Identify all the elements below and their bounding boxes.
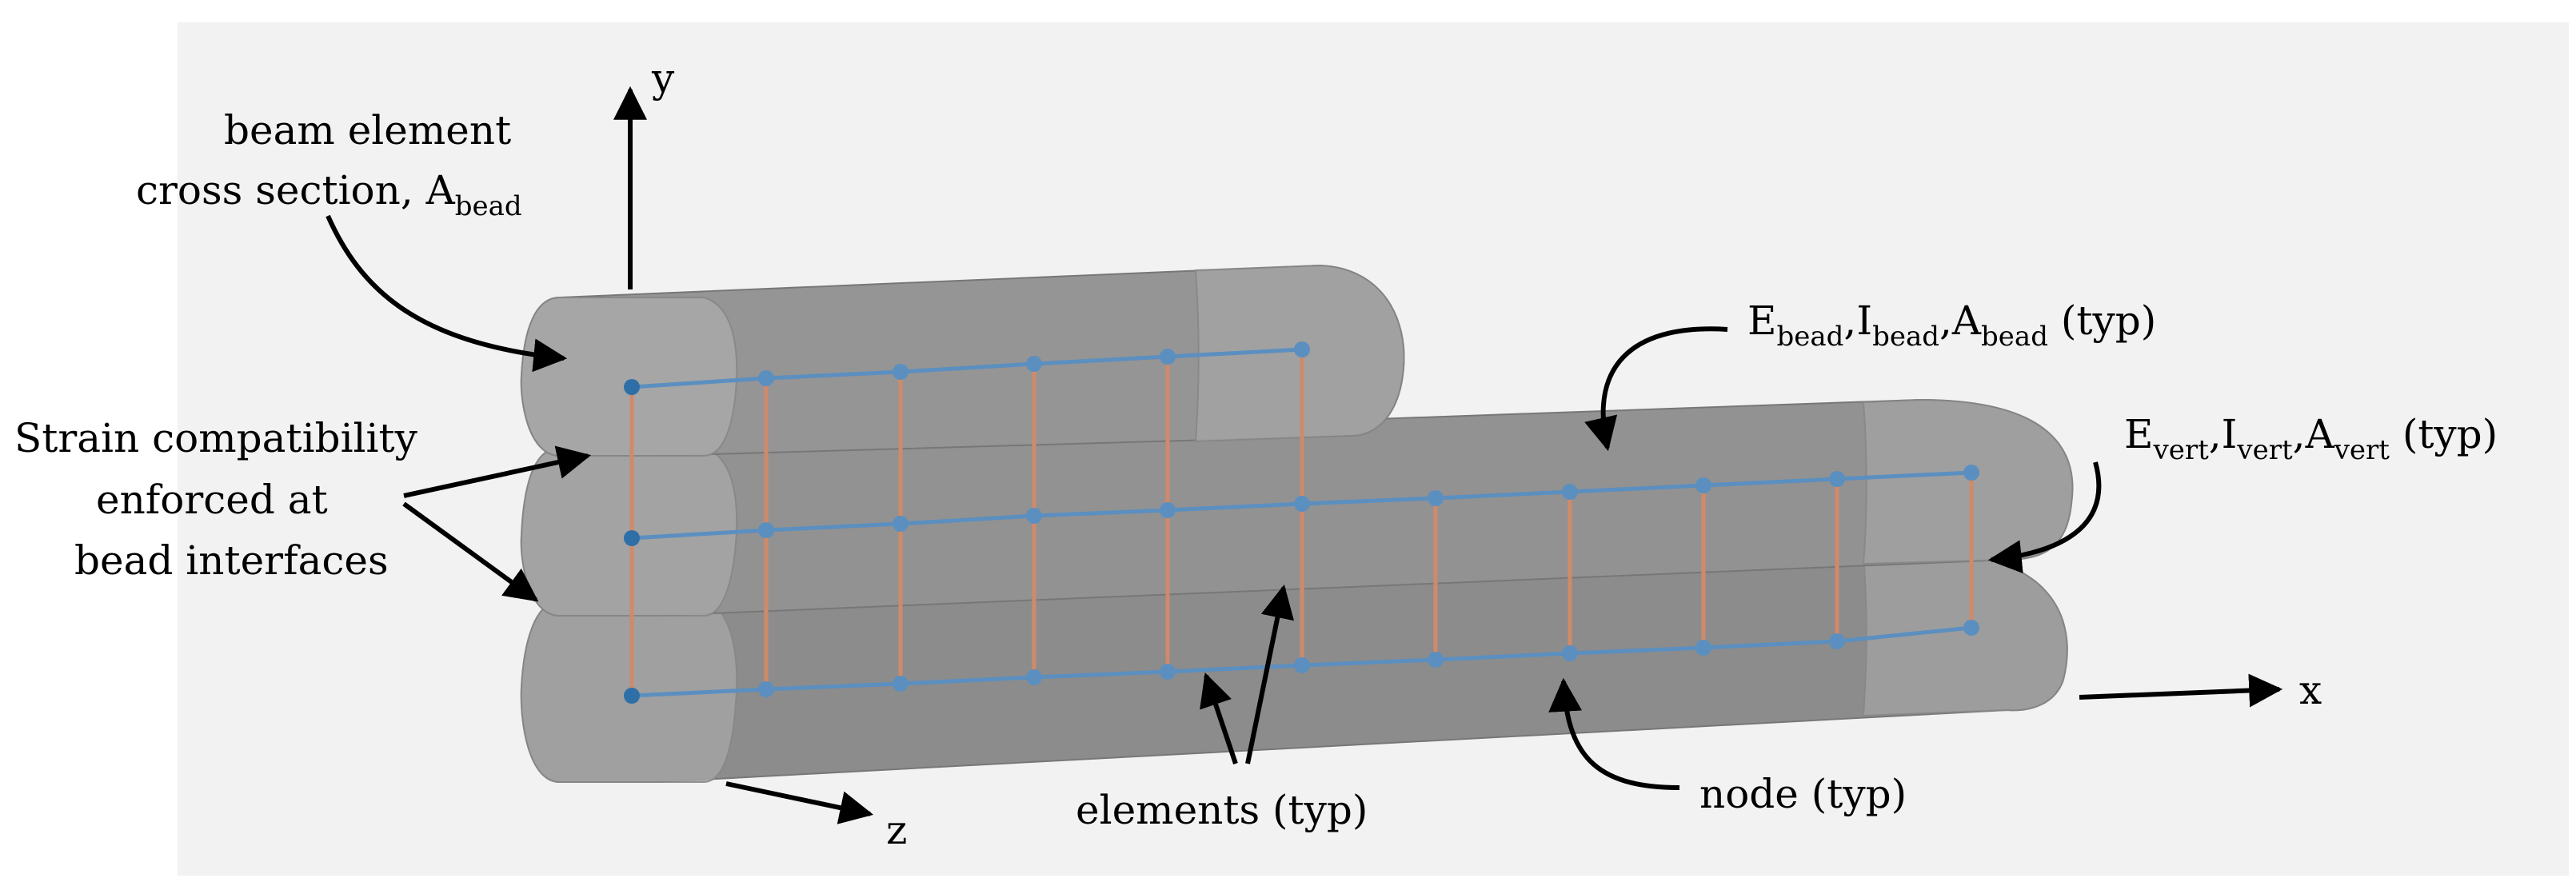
z-axis-label: z: [886, 807, 907, 853]
node: [1562, 484, 1578, 500]
cross-section-line2: cross section, Abead: [136, 167, 522, 222]
node: [1963, 620, 1979, 636]
middle-bead-back-end: [1862, 398, 2074, 565]
bottom-bead: [520, 552, 2068, 783]
bottom-bead-back-end: [1862, 552, 2068, 717]
label-bead-properties: Ebead,Ibead,Abead (typ): [1747, 297, 2156, 353]
node: [893, 364, 909, 380]
coordinate-axes: [613, 86, 2283, 824]
node: [1829, 471, 1845, 487]
strain-line3: bead interfaces: [74, 537, 389, 584]
node: [758, 370, 774, 386]
node: [624, 379, 640, 395]
node: [1160, 664, 1176, 680]
node: [1428, 490, 1444, 506]
node: [1294, 496, 1310, 512]
node: [758, 522, 774, 538]
node: [893, 516, 909, 532]
cross-section-line1: beam element: [224, 107, 511, 154]
x-axis-label: x: [2299, 667, 2322, 713]
label-cross-section: beam element cross section, Abead: [136, 107, 522, 222]
node: [1026, 508, 1042, 524]
strain-line2: enforced at: [96, 477, 328, 523]
node: [1428, 652, 1444, 668]
cross-section-arrow: [325, 214, 568, 373]
label-vert-properties: Evert,Ivert,Avert (typ): [2124, 411, 2498, 466]
node: [624, 530, 640, 546]
z-axis-arrow: [725, 781, 874, 824]
node: [1026, 669, 1042, 685]
elements-arrow-left: [1200, 672, 1238, 764]
node: [1294, 341, 1310, 357]
node: [1294, 657, 1310, 673]
strain-line1: Strain compatibility: [14, 415, 418, 461]
node: [1695, 477, 1711, 493]
vert-props-arrow: [1987, 461, 2102, 574]
node: [1695, 640, 1711, 656]
nodes: [624, 341, 1979, 704]
callout-arrows: [325, 214, 2102, 790]
node: [1829, 633, 1845, 649]
bead-props-arrow: [1584, 326, 1728, 452]
node: [624, 688, 640, 704]
node: [1562, 645, 1578, 661]
strain-arrow-upper: [403, 445, 592, 498]
node: [1026, 356, 1042, 372]
node: [1963, 465, 1979, 481]
label-node: node (typ): [1699, 771, 1907, 817]
node: [893, 676, 909, 692]
strain-arrow-lower: [402, 501, 539, 602]
label-strain-compatibility: Strain compatibility enforced at bead in…: [14, 415, 418, 584]
beam-element-top: [631, 347, 1303, 389]
elements-arrow-right: [1245, 584, 1294, 764]
x-axis-arrow: [2079, 673, 2283, 708]
top-bead: [520, 264, 1405, 457]
y-axis-label: y: [651, 55, 675, 102]
label-elements: elements (typ): [1076, 787, 1368, 833]
node-arrow: [1548, 677, 1680, 790]
node: [758, 681, 774, 697]
node: [1160, 349, 1176, 365]
node: [1160, 502, 1176, 518]
top-bead-front-end: [520, 297, 738, 457]
